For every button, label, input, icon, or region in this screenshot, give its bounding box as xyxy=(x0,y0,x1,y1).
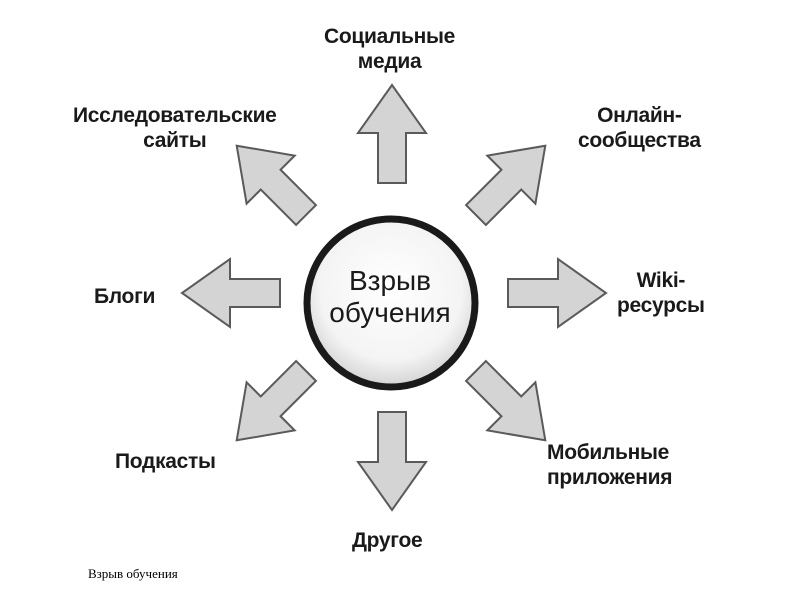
arrow-up-right xyxy=(450,120,571,241)
node-blogs: Блоги xyxy=(94,284,155,309)
arrow-up xyxy=(357,84,427,184)
node-wiki-resources: Wiki- ресурсы xyxy=(617,268,705,318)
node-social-media-line1: Социальные xyxy=(324,25,456,48)
node-other-line1: Другое xyxy=(352,529,423,552)
arrow-down-left xyxy=(211,345,332,466)
node-online-communities: Онлайн- сообщества xyxy=(578,103,701,153)
node-podcasts-line1: Подкасты xyxy=(115,450,216,473)
node-social-media: Социальные медиа xyxy=(324,24,455,74)
node-online-communities-line2: сообщества xyxy=(578,129,701,152)
node-research-sites-line2: сайты xyxy=(143,129,207,152)
node-mobile-apps-line1: Мобильные xyxy=(547,441,670,464)
node-wiki-resources-line1: Wiki- xyxy=(636,269,686,292)
center-title-line1: Взрыв xyxy=(348,265,432,296)
node-online-communities-line1: Онлайн- xyxy=(597,104,682,127)
node-mobile-apps: Мобильные приложения xyxy=(547,440,672,490)
arrow-left xyxy=(181,258,281,328)
figure-caption: Взрыв обучения xyxy=(88,566,178,581)
node-wiki-resources-line2: ресурсы xyxy=(617,294,705,317)
node-blogs-line1: Блоги xyxy=(94,285,156,308)
node-research-sites: Исследовательские сайты xyxy=(73,103,277,153)
center-title: Взрыв обучения xyxy=(315,265,465,329)
center-title-line2: обучения xyxy=(329,297,451,328)
node-mobile-apps-line2: приложения xyxy=(547,466,673,489)
arrow-down xyxy=(357,411,427,511)
node-research-sites-line1: Исследовательские xyxy=(73,104,277,127)
arrow-right xyxy=(507,258,607,328)
center-circle xyxy=(303,215,479,391)
node-other: Другое xyxy=(352,528,423,553)
node-social-media-line2: медиа xyxy=(357,50,422,73)
node-podcasts: Подкасты xyxy=(115,449,216,474)
